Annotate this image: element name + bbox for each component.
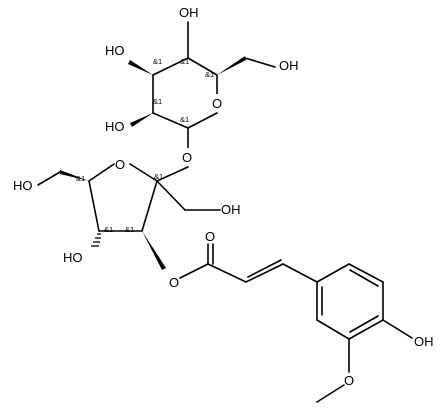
ester-oxygen: O (169, 275, 179, 290)
hydroxyl-glucose-c4: OH (179, 5, 199, 20)
glycosidic-oxygen: O (182, 150, 192, 165)
stereo-label: &1 (180, 115, 189, 124)
stereo-label: &1 (125, 225, 134, 234)
atom-labels: O OH HO OH HO O O HO OH HO O O OH O (13, 5, 434, 388)
hydroxyl-glucose-c6: OH (279, 58, 299, 73)
ferulate-bonds (179, 243, 413, 403)
stereo-label: &1 (104, 225, 113, 234)
phenol-hydroxyl: OH (414, 334, 434, 349)
hydroxyl-glucose-c3: HO (105, 43, 125, 58)
stereo-label: &1 (153, 97, 162, 106)
stereo-label: &1 (154, 172, 163, 181)
stereo-label: &1 (76, 174, 85, 183)
hydroxyl-fructose-c6: HO (13, 178, 33, 193)
ring-oxygen-glucose: O (212, 96, 222, 111)
ring-oxygen-fructose: O (115, 157, 125, 172)
carbonyl-oxygen: O (205, 229, 215, 244)
methoxy-oxygen: O (344, 373, 354, 388)
hydroxyl-fructose-c4: HO (63, 250, 83, 265)
stereo-label: &1 (153, 57, 162, 66)
hydroxyl-fructose-c1: OH (221, 202, 241, 217)
fructose-ring-bonds (37, 163, 221, 270)
stereo-labels: &1 &1 &1 &1 &1 &1 &1 &1 &1 (76, 57, 214, 234)
glucose-ring-bonds (128, 21, 276, 149)
hydroxyl-glucose-c2: HO (105, 119, 125, 134)
stereo-label: &1 (180, 57, 189, 66)
stereo-label: &1 (205, 70, 214, 79)
